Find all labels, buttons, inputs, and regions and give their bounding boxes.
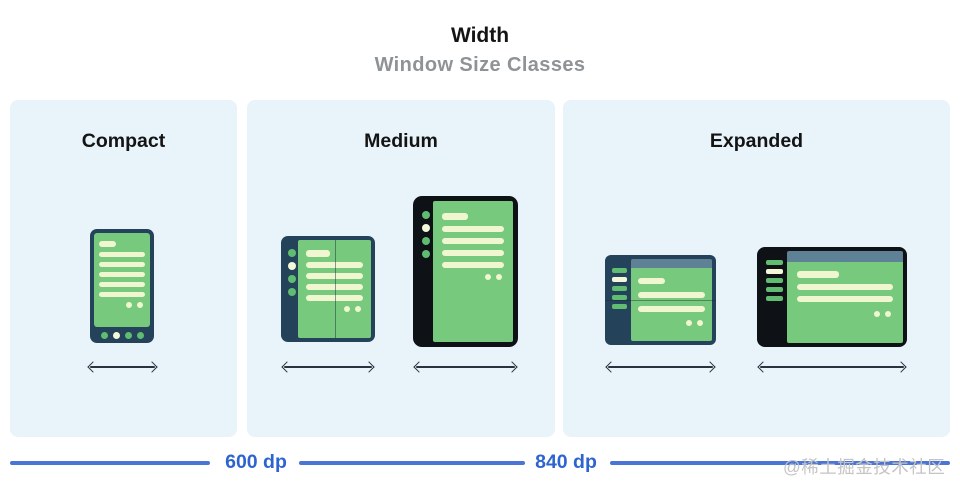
- skeleton-heading-line: [99, 241, 116, 247]
- panel-compact: Compact: [10, 100, 237, 437]
- skeleton-text-line: [99, 252, 145, 257]
- rail-dot: [287, 262, 296, 270]
- skeleton-text-line: [797, 284, 893, 290]
- skeleton-text-line: [442, 262, 504, 268]
- skeleton-text-line: [442, 238, 504, 244]
- site-watermark: @稀土掘金技术社区: [783, 457, 946, 477]
- nav-dot: [100, 331, 108, 339]
- nav-drawer: [761, 251, 787, 343]
- skeleton-text-line: [99, 262, 145, 267]
- foldable-portrait-illustration: [281, 236, 375, 342]
- menu-line: [612, 304, 627, 309]
- nav-drawer: [609, 259, 631, 341]
- skeleton-action-dots: [797, 311, 893, 317]
- skeleton-text-line: [638, 306, 705, 312]
- menu-line: [766, 260, 783, 265]
- tablet-screen: [433, 201, 513, 342]
- content-pane: [631, 259, 712, 341]
- width-arrow: [757, 360, 907, 374]
- app-topbar: [631, 259, 712, 268]
- breakpoint-600dp-label: 600 dp: [225, 451, 287, 473]
- skeleton-action-dots: [638, 320, 705, 326]
- skeleton-text-line: [442, 226, 504, 232]
- skeleton-heading-line: [442, 213, 468, 220]
- fold-crease-line: [605, 300, 716, 301]
- menu-line: [766, 296, 783, 301]
- width-arrow: [281, 360, 375, 374]
- skeleton-heading-line: [638, 278, 665, 284]
- tablet-portrait-illustration: [413, 196, 518, 347]
- menu-line: [766, 287, 783, 292]
- width-arrow: [87, 360, 158, 374]
- rail-dot: [287, 249, 296, 257]
- phone-screen: [94, 233, 150, 327]
- skeleton-heading-line: [306, 250, 330, 257]
- menu-line: [766, 269, 783, 274]
- menu-line: [612, 286, 627, 291]
- panel-expanded: Expanded: [563, 100, 950, 437]
- laptop-landscape-illustration: [757, 247, 907, 347]
- menu-line: [612, 268, 627, 273]
- app-topbar: [787, 251, 903, 262]
- skeleton-heading-line: [797, 271, 839, 278]
- menu-line: [612, 295, 627, 300]
- skeleton-text-line: [99, 292, 145, 297]
- nav-dot: [112, 331, 120, 339]
- skeleton-text-line: [442, 250, 504, 256]
- skeleton-text-line: [99, 282, 145, 287]
- nav-rail: [418, 201, 433, 342]
- content-pane: [787, 251, 903, 343]
- menu-line: [612, 277, 627, 282]
- width-arrow: [605, 360, 716, 374]
- skeleton-action-dots: [306, 306, 363, 312]
- nav-rail: [285, 240, 298, 338]
- skeleton-text-line: [99, 272, 145, 277]
- menu-line: [766, 278, 783, 283]
- diagram-title: Width: [450, 24, 510, 47]
- skeleton-action-dots: [99, 302, 145, 308]
- breakpoint-rule-segment: [299, 461, 525, 465]
- panel-compact-title: Compact: [81, 130, 166, 152]
- rail-dot: [421, 211, 430, 219]
- breakpoint-840dp-label: 840 dp: [535, 451, 597, 473]
- foldable-screen: [298, 240, 371, 338]
- fold-crease-line: [334, 240, 336, 338]
- nav-dot: [124, 331, 132, 339]
- rail-dot: [421, 224, 430, 232]
- rail-dot: [287, 275, 296, 283]
- panel-medium: Medium: [247, 100, 555, 437]
- skeleton-text-line: [638, 292, 705, 298]
- skeleton-text-line: [797, 296, 893, 302]
- phone-nav-dots: [94, 327, 150, 343]
- nav-dot: [136, 331, 144, 339]
- width-arrow: [413, 360, 518, 374]
- foldable-screen: [631, 268, 712, 341]
- breakpoint-rule-segment: [10, 461, 210, 465]
- rail-dot: [287, 288, 296, 296]
- laptop-screen: [787, 262, 903, 343]
- diagram-subtitle: Window Size Classes: [374, 54, 586, 76]
- panel-expanded-title: Expanded: [709, 130, 804, 152]
- breakpoint-rule-segment: [610, 461, 950, 465]
- phone-illustration: [90, 229, 154, 343]
- foldable-landscape-illustration: [605, 255, 716, 345]
- rail-dot: [421, 250, 430, 258]
- skeleton-action-dots: [442, 274, 504, 280]
- rail-dot: [421, 237, 430, 245]
- panel-medium-title: Medium: [364, 130, 438, 152]
